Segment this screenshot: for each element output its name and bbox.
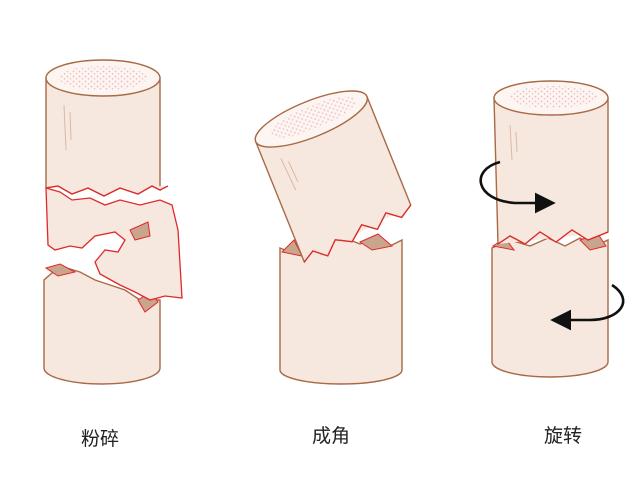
label-comminuted: 粉碎	[80, 428, 120, 450]
rotated-fracture-bone	[479, 80, 625, 378]
angulated-fracture-bone	[254, 90, 412, 385]
label-rotated: 旋转	[543, 425, 583, 447]
rotation-arrow-top	[479, 160, 556, 214]
comminuted-fracture-bone	[43, 59, 183, 385]
label-angulated: 成角	[311, 425, 351, 447]
rotation-arrow-bottom	[550, 283, 625, 331]
